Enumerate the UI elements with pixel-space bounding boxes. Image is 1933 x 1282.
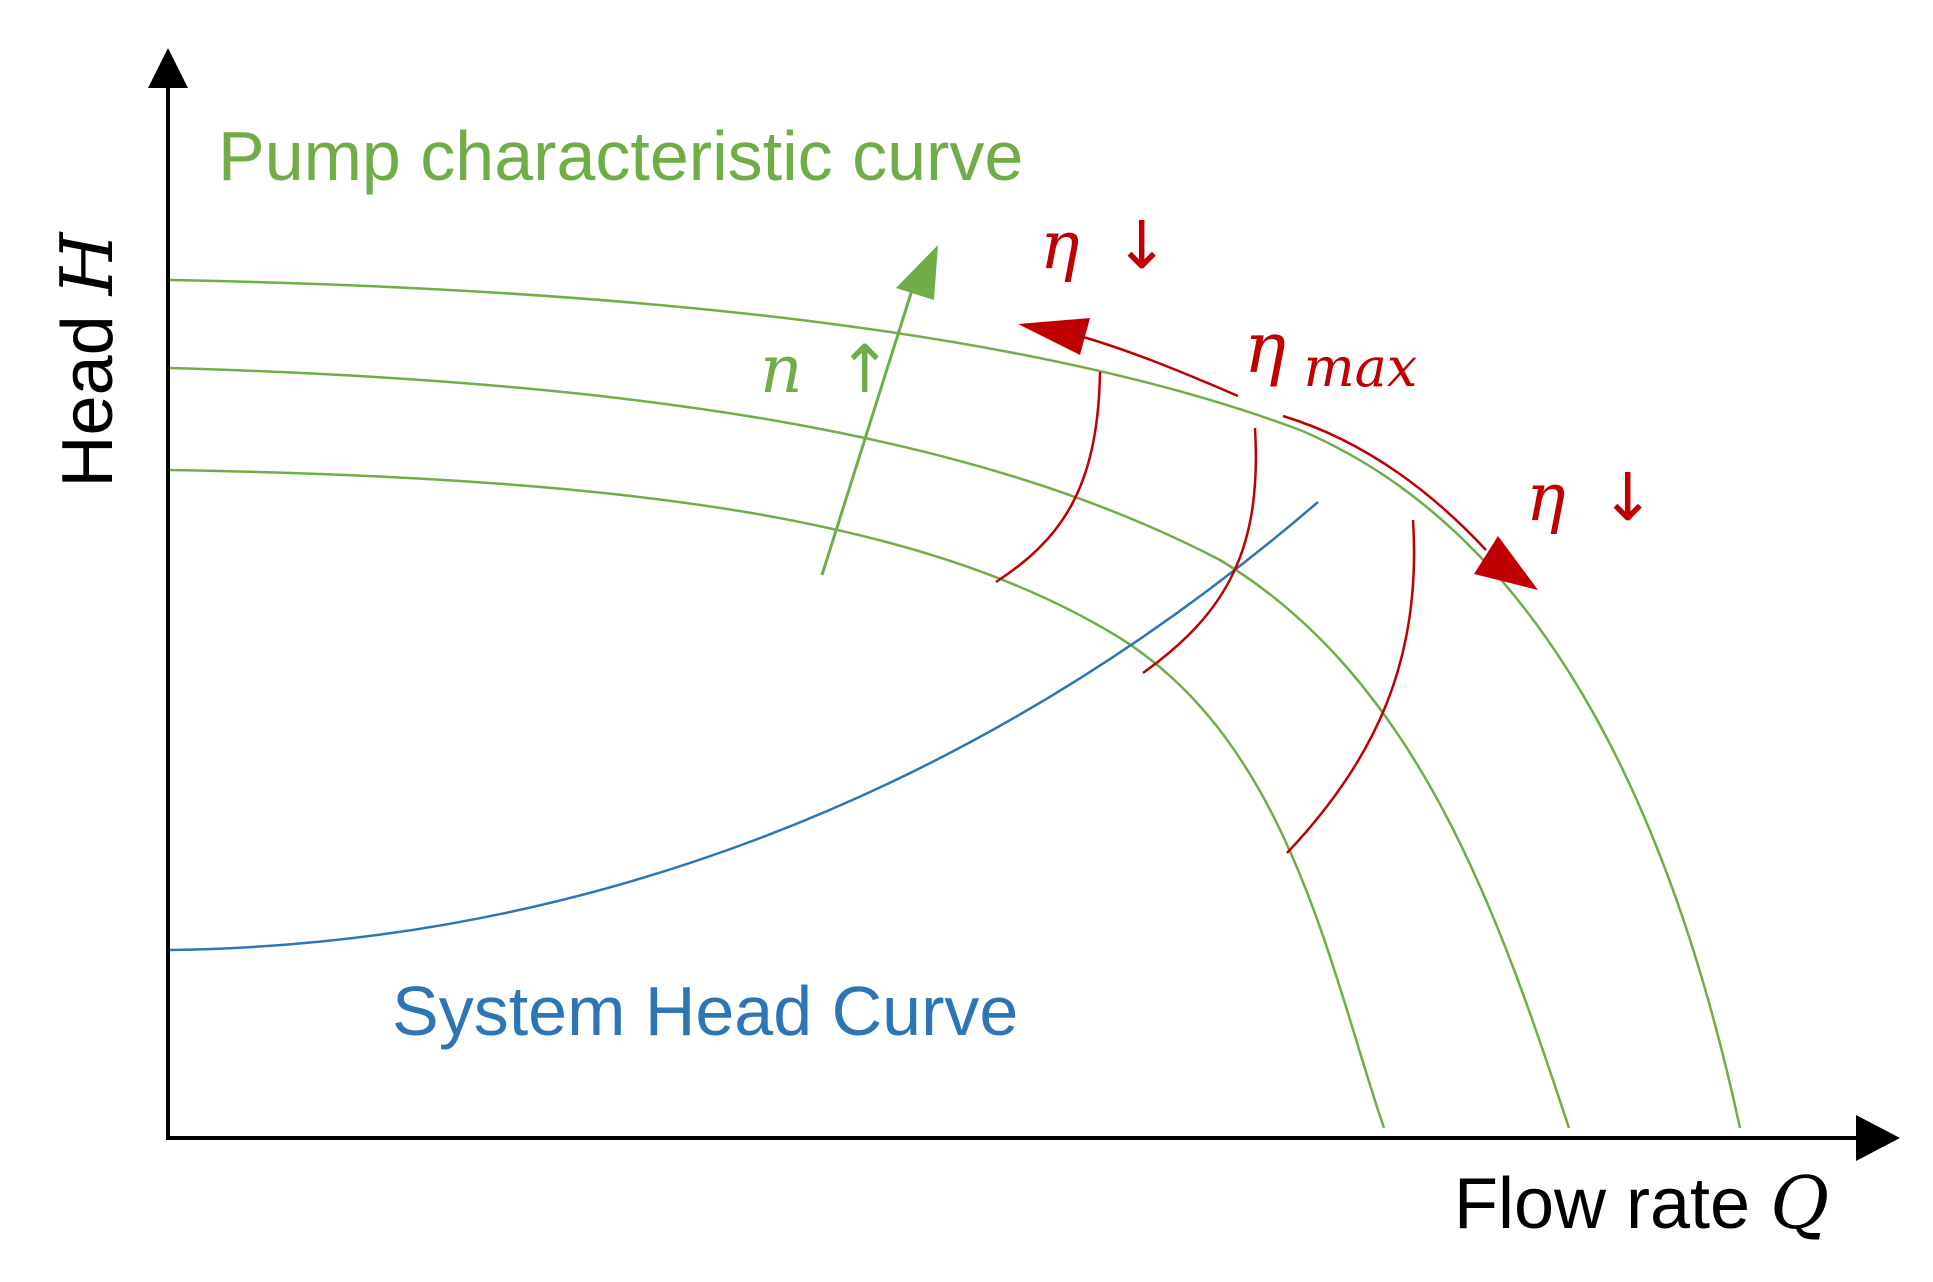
x-axis-label: Flow rate Q xyxy=(1454,1161,1829,1245)
eta-down-label-top: η ↓ xyxy=(1040,207,1169,284)
eta-down-arrow-right: ↓ xyxy=(1600,459,1655,536)
eta-max-symbol: η xyxy=(1244,307,1286,389)
efficiency-arrow-left-head xyxy=(1018,318,1090,355)
speed-increase-arrow-line xyxy=(820,289,914,576)
eta-down-arrow-top: ↓ xyxy=(1114,207,1169,284)
pump-curves xyxy=(169,245,1742,1129)
speed-up-arrow: ↑ xyxy=(837,331,892,408)
efficiency-arrow-right-head xyxy=(1474,536,1538,590)
eta-symbol-top: η xyxy=(1040,207,1080,284)
pump-curve-high-speed xyxy=(169,278,1742,1129)
speed-label: n ↑ xyxy=(760,331,892,408)
eta-down-label-right: η ↓ xyxy=(1526,459,1655,536)
y-axis-label: Head H xyxy=(45,231,129,487)
efficiency-curves xyxy=(995,318,1538,854)
x-axis-arrowhead xyxy=(1856,1115,1900,1161)
axes xyxy=(148,48,1900,1161)
iso-efficiency-curve-left xyxy=(995,371,1102,584)
y-axis-label-variable: H xyxy=(45,231,129,297)
speed-increase-arrowhead xyxy=(896,245,938,300)
eta-max-label: η max xyxy=(1244,307,1417,399)
efficiency-arrow-left-line xyxy=(1079,334,1239,398)
pump-curve-mid-speed xyxy=(169,366,1571,1129)
iso-efficiency-curve-middle xyxy=(1142,427,1258,675)
system-curve-label: System Head Curve xyxy=(392,972,1018,1050)
system-head-curve xyxy=(169,501,1319,952)
efficiency-arrow-right-line xyxy=(1282,414,1487,551)
eta-max-subscript: max xyxy=(1303,336,1417,399)
iso-efficiency-curve-right xyxy=(1286,519,1416,854)
pump-curve-label: Pump characteristic curve xyxy=(218,117,1023,195)
x-axis-label-text: Flow rate xyxy=(1454,1164,1770,1244)
pump-curve-low-speed xyxy=(169,468,1386,1129)
eta-symbol-right: η xyxy=(1526,459,1566,536)
x-axis-label-variable: Q xyxy=(1770,1161,1829,1245)
speed-symbol: n xyxy=(760,331,803,408)
y-axis-arrowhead xyxy=(148,48,188,88)
y-axis-label-text: Head xyxy=(48,295,128,487)
